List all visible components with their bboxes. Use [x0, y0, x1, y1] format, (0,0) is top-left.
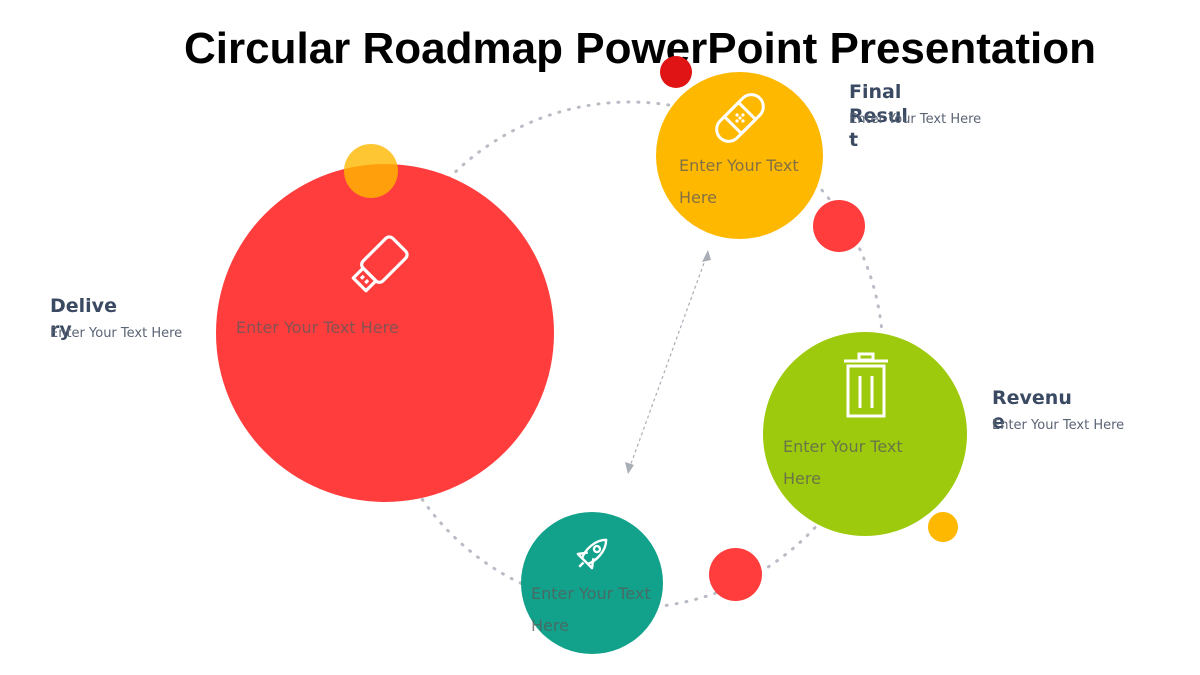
sublabel-delivery: Enter Your Text Here	[50, 326, 183, 341]
label-delivery: Delivery	[50, 295, 117, 341]
arrow-head-bottom	[625, 462, 634, 474]
stage-text-launch: Enter Your Text Here	[531, 584, 651, 635]
bandage-icon	[715, 93, 765, 143]
stage-circle-launch	[521, 512, 663, 654]
accent-dot-red-bottom	[709, 548, 762, 601]
label-revenue: Revenue	[992, 387, 1072, 433]
stage-circle-delivery	[216, 164, 554, 502]
stage-text-revenue: Enter Your Text Here	[783, 437, 903, 488]
label-final-result: Final Result	[849, 81, 908, 151]
sublabel-final-result: Enter Your Text Here	[849, 112, 982, 127]
accent-dot-yellow-bottom	[928, 512, 958, 542]
trash-bin-icon	[844, 352, 888, 418]
accent-dot-yellow-top	[344, 144, 398, 198]
double-arrow-line	[627, 251, 709, 473]
usb-drive-icon	[351, 235, 409, 293]
stage-text-delivery: Enter Your Text Here	[236, 318, 399, 337]
accent-dot-red-top	[660, 56, 692, 88]
accent-dot-red-right	[813, 200, 865, 252]
stage-text-final-result: Enter Your Text Here	[679, 156, 799, 207]
rocket-icon	[576, 538, 608, 570]
sublabel-revenue: Enter Your Text Here	[992, 418, 1125, 433]
slide-title: Circular Roadmap PowerPoint Presentation	[184, 24, 1096, 73]
arrow-head-top	[702, 250, 711, 262]
